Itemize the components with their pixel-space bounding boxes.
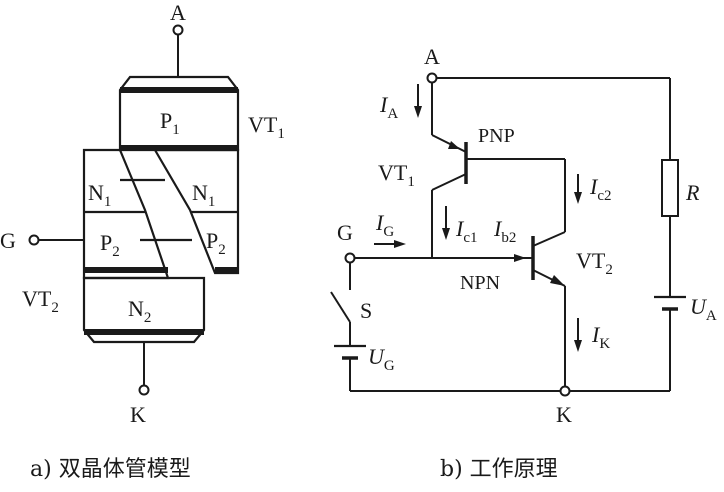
- model-label-g: G: [0, 228, 16, 253]
- ic2-arrow-head: [574, 192, 582, 204]
- model-label-a: A: [170, 0, 186, 25]
- model-vt2-label: VT2: [22, 286, 59, 316]
- vt2-npn-transistor: [531, 231, 566, 287]
- resistor-r: [661, 159, 679, 217]
- model-labels: A G K P1 N1 N1 P2 P2 N2 VT1 VT2: [0, 0, 285, 427]
- vt1-pnp-transistor: [431, 134, 565, 191]
- p1-label: P1: [160, 108, 180, 138]
- vt2-collector: [532, 231, 566, 247]
- vt1-emitter-arrow: [448, 141, 460, 149]
- model-terminal-a-node: [172, 24, 184, 36]
- n1-right-label: N1: [192, 180, 215, 210]
- ua-label: UA: [690, 294, 717, 324]
- circuit-label-g: G: [337, 220, 353, 245]
- pnp-label: PNP: [478, 125, 515, 147]
- ic1-arrow-head: [442, 228, 450, 240]
- circuit-vt2-label: VT2: [576, 248, 613, 278]
- ik-label: IK: [591, 322, 610, 352]
- ib2-arrow-head: [514, 254, 526, 262]
- ik-arrow-head: [574, 340, 582, 352]
- current-arrows: [374, 84, 582, 352]
- vt1-emitter: [431, 134, 467, 153]
- working-principle-circuit: [330, 72, 686, 397]
- vt2-left-column: [82, 148, 170, 280]
- caption-b: b) 工作原理: [440, 457, 558, 482]
- caption-a: a) 双晶体管模型: [30, 457, 191, 482]
- model-vt1-label: VT1: [248, 112, 285, 142]
- p2-left-label: P2: [100, 230, 120, 260]
- ia-label: IA: [379, 92, 398, 122]
- ic2-label: Ic2: [589, 174, 612, 204]
- model-terminal-k-node: [138, 384, 150, 396]
- ig-label: IG: [375, 210, 394, 240]
- circuit-labels: A G K IA IG Ic1 Ib2 Ic2 IK PNP NPN VT1 V…: [337, 44, 717, 427]
- ia-arrow-head: [414, 106, 422, 118]
- circuit-terminal-k-node: [559, 385, 571, 397]
- vt1-collector: [431, 173, 467, 191]
- n1-left-label: N1: [88, 180, 111, 210]
- circuit-vt1-label: VT1: [378, 160, 415, 190]
- circuit-terminal-a-node: [426, 72, 438, 84]
- ig-arrow-head: [394, 240, 406, 248]
- circuit-label-k: K: [556, 402, 572, 427]
- ug-label: UG: [368, 344, 395, 374]
- model-terminal-g-node: [28, 234, 40, 246]
- resistor-label: R: [685, 180, 700, 205]
- circuit-terminal-g-node: [344, 252, 356, 264]
- switch-label: S: [360, 298, 372, 323]
- model-label-k: K: [130, 402, 146, 427]
- p2-right-label: P2: [206, 228, 226, 258]
- n2-label: N2: [128, 296, 151, 326]
- circuit-label-a: A: [424, 44, 440, 69]
- vt2-emitter-arrow: [550, 275, 565, 286]
- ic1-label: Ic1: [455, 216, 478, 246]
- npn-label: NPN: [460, 272, 500, 294]
- switch-s-blade: [330, 291, 351, 323]
- ib2-label: Ib2: [493, 216, 516, 246]
- two-transistor-model: [28, 24, 240, 396]
